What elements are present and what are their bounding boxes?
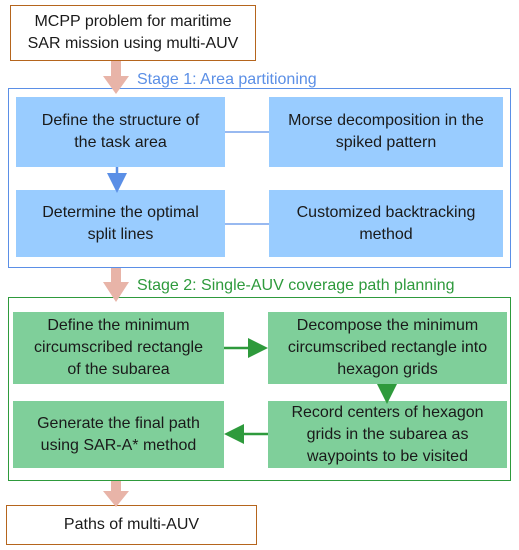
- decompose-hexagon-box: Decompose the minimum circumscribed rect…: [268, 312, 507, 384]
- main-arrow-3: [103, 481, 129, 507]
- morse-decomposition-box: Morse decomposition in the spiked patter…: [269, 97, 503, 167]
- backtracking-box: Customized backtracking method: [269, 190, 503, 257]
- split-lines-text: Determine the optimal split lines: [42, 203, 199, 243]
- backtracking-text: Customized backtracking method: [296, 203, 476, 243]
- start-node-text: MCPP problem for maritime SAR mission us…: [27, 13, 239, 52]
- min-rectangle-text: Define the minimum circumscribed rectang…: [34, 317, 203, 378]
- end-node-text: Paths of multi-AUV: [63, 516, 200, 533]
- stage2-frame: [8, 297, 511, 481]
- record-centers-text: Record centers of hexagon grids in the s…: [291, 403, 484, 465]
- min-rectangle-box: Define the minimum circumscribed rectang…: [13, 312, 224, 384]
- record-centers-box: Record centers of hexagon grids in the s…: [268, 401, 507, 468]
- decompose-hexagon-text: Decompose the minimum circumscribed rect…: [287, 317, 488, 378]
- final-path-box: Generate the final path using SAR-A* met…: [13, 401, 224, 468]
- start-node: MCPP problem for maritime SAR mission us…: [10, 5, 256, 61]
- stage1-frame: [8, 88, 511, 268]
- final-path-text: Generate the final path using SAR-A* met…: [37, 414, 200, 454]
- morse-decomposition-text: Morse decomposition in the spiked patter…: [288, 112, 484, 151]
- define-structure-text: Define the structure of the task area: [41, 112, 200, 151]
- stage1-label: Stage 1: Area partitioning: [137, 71, 317, 88]
- end-node: Paths of multi-AUV: [6, 505, 257, 545]
- stage2-label: Stage 2: Single-AUV coverage path planni…: [137, 277, 455, 294]
- define-structure-box: Define the structure of the task area: [16, 97, 225, 167]
- split-lines-box: Determine the optimal split lines: [16, 190, 225, 257]
